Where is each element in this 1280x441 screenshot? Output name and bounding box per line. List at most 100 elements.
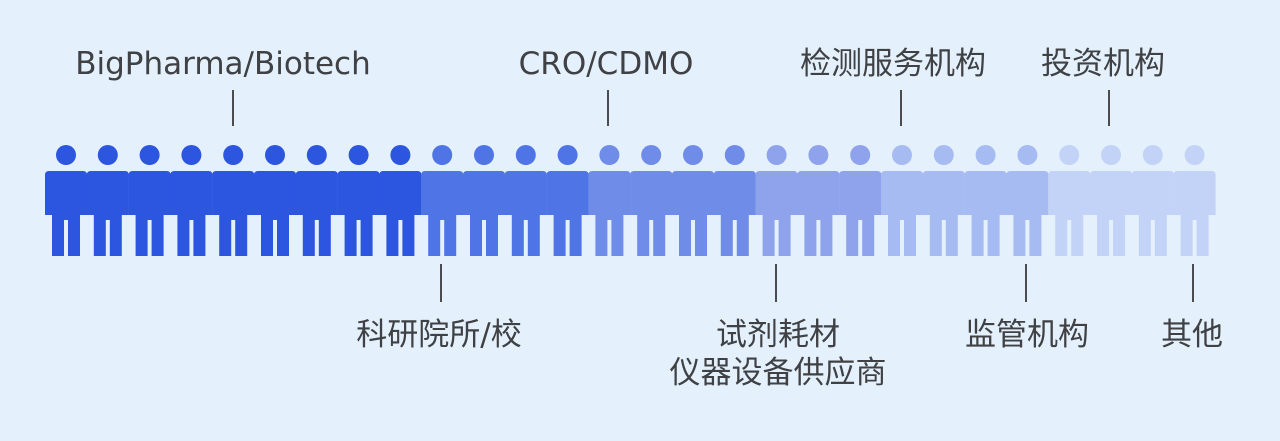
- person-head: [515, 145, 536, 165]
- person-head: [892, 145, 912, 165]
- person-figure-icon: [1090, 145, 1132, 256]
- person-figure-icon: [964, 145, 1007, 256]
- person-head: [724, 145, 745, 165]
- person-figure-icon: [630, 145, 673, 256]
- person-head: [181, 145, 202, 165]
- tick-supplier: [775, 264, 777, 302]
- person-figure-icon: [1131, 145, 1174, 256]
- tick-research: [440, 264, 442, 302]
- person-head: [933, 145, 954, 165]
- person-body: [128, 171, 171, 256]
- tick-regulator: [1025, 264, 1027, 302]
- person-body: [1048, 171, 1091, 256]
- person-figure-icon: [128, 145, 171, 256]
- person-head: [1059, 145, 1080, 165]
- person-figure-icon: [295, 145, 338, 256]
- tick-bigpharma: [232, 90, 234, 126]
- person-figure-icon: [337, 145, 380, 256]
- person-head: [641, 145, 662, 165]
- label-other: 其他: [1161, 317, 1223, 353]
- person-body: [964, 171, 1007, 256]
- person-head: [599, 145, 620, 165]
- label-testing-services: 检测服务机构: [800, 46, 986, 82]
- person-head: [390, 145, 411, 165]
- person-figure-icon: [922, 145, 965, 256]
- person-body: [45, 171, 87, 256]
- person-body: [755, 171, 798, 256]
- person-figure-icon: [212, 145, 255, 256]
- person-body: [1090, 171, 1132, 256]
- person-body: [295, 171, 338, 256]
- person-body: [379, 171, 422, 256]
- person-body: [1006, 171, 1049, 256]
- person-head: [1101, 145, 1121, 165]
- person-figure-icon: [839, 145, 882, 256]
- person-figure-icon: [881, 145, 923, 256]
- person-head: [1017, 145, 1038, 165]
- person-head: [348, 145, 369, 165]
- person-figure-icon: [713, 145, 756, 256]
- person-figure-icon: [1006, 145, 1049, 256]
- person-body: [170, 171, 213, 256]
- tick-other: [1192, 264, 1194, 302]
- person-head: [139, 145, 160, 165]
- person-head: [808, 145, 829, 165]
- tick-investment: [1108, 90, 1110, 126]
- label-bigpharma-biotech: BigPharma/Biotech: [75, 46, 371, 82]
- label-investment: 投资机构: [1041, 46, 1165, 82]
- person-figure-icon: [588, 145, 631, 256]
- person-figure-icon: [463, 145, 505, 256]
- person-body: [1131, 171, 1174, 256]
- person-head: [56, 145, 76, 165]
- person-body: [463, 171, 505, 256]
- person-body: [588, 171, 631, 256]
- person-figure-icon: [45, 145, 87, 256]
- person-head: [557, 145, 578, 165]
- person-head: [766, 145, 787, 165]
- person-head: [265, 145, 285, 165]
- label-supplier-line2: 仪器设备供应商: [669, 355, 887, 391]
- person-body: [630, 171, 673, 256]
- person-head: [306, 145, 327, 165]
- tick-cro: [607, 90, 609, 126]
- person-body: [672, 171, 714, 256]
- person-body: [86, 171, 129, 256]
- person-figure-icon: [1173, 145, 1216, 256]
- person-body: [1173, 171, 1216, 256]
- person-body: [713, 171, 756, 256]
- person-head: [850, 145, 871, 165]
- person-body: [839, 171, 882, 256]
- label-regulator: 监管机构: [965, 317, 1089, 353]
- person-figure-icon: [755, 145, 798, 256]
- person-body: [337, 171, 380, 256]
- person-figure-icon: [86, 145, 129, 256]
- person-head: [97, 145, 118, 165]
- person-head: [223, 145, 244, 165]
- person-head: [432, 145, 453, 165]
- person-body: [421, 171, 464, 256]
- tick-testing: [900, 90, 902, 126]
- person-figure-icon: [421, 145, 464, 256]
- person-body: [254, 171, 296, 256]
- person-figure-icon: [254, 145, 296, 256]
- person-head: [683, 145, 703, 165]
- person-figure-icon: [1048, 145, 1091, 256]
- person-figure-icon: [797, 145, 840, 256]
- person-body: [212, 171, 255, 256]
- person-figure-icon: [504, 145, 547, 256]
- person-head: [1142, 145, 1163, 165]
- label-cro-cdmo: CRO/CDMO: [518, 46, 694, 82]
- label-suppliers: 试剂耗材 仪器设备供应商: [670, 316, 887, 392]
- person-figure-icon: [672, 145, 714, 256]
- person-head: [474, 145, 494, 165]
- label-research-institutes: 科研院所/校: [356, 317, 522, 353]
- person-figure-icon: [379, 145, 422, 256]
- label-supplier-line1: 试剂耗材: [716, 317, 840, 353]
- person-body: [922, 171, 965, 256]
- person-head: [1184, 145, 1205, 165]
- person-figure-icon: [546, 145, 589, 256]
- person-body: [881, 171, 923, 256]
- person-body: [504, 171, 547, 256]
